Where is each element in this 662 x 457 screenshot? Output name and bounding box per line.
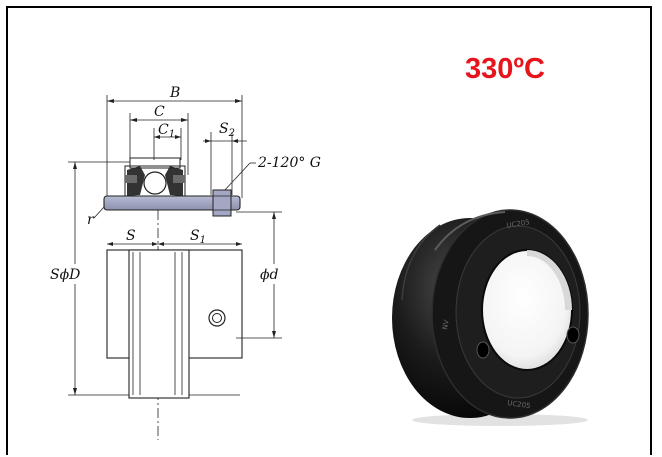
label-c1: C1 bbox=[158, 122, 175, 140]
label-c: C bbox=[154, 104, 165, 120]
label-set-screw: 2-120° G bbox=[257, 155, 321, 171]
label-b: B bbox=[169, 85, 180, 101]
marking-bottom: UC205 bbox=[507, 399, 531, 410]
bearing-insert-photo: UC205 NV UC205 bbox=[392, 209, 589, 426]
inner-ring-shaft bbox=[103, 195, 241, 211]
set-screw-hole-2 bbox=[566, 326, 580, 344]
temperature-label: 330ºC bbox=[465, 53, 545, 85]
ball bbox=[143, 171, 167, 195]
label-d: ϕd bbox=[260, 267, 279, 283]
set-screw-hole-1 bbox=[476, 341, 490, 359]
bearing-cross-section bbox=[124, 157, 186, 199]
technical-drawing: B C C1 S2 2-120° G SϕD r bbox=[48, 85, 321, 440]
set-screw bbox=[212, 189, 232, 217]
label-s2: S2 bbox=[219, 121, 235, 139]
side-view bbox=[106, 249, 243, 399]
marking-left: NV bbox=[441, 319, 451, 330]
label-s: S bbox=[126, 228, 136, 244]
set-screw-leader bbox=[222, 162, 251, 193]
label-sd: SϕD bbox=[50, 267, 80, 283]
label-s1: S1 bbox=[190, 228, 206, 246]
marking-top: UC205 bbox=[506, 218, 530, 230]
label-r: r bbox=[87, 212, 95, 228]
content-frame bbox=[6, 6, 652, 455]
